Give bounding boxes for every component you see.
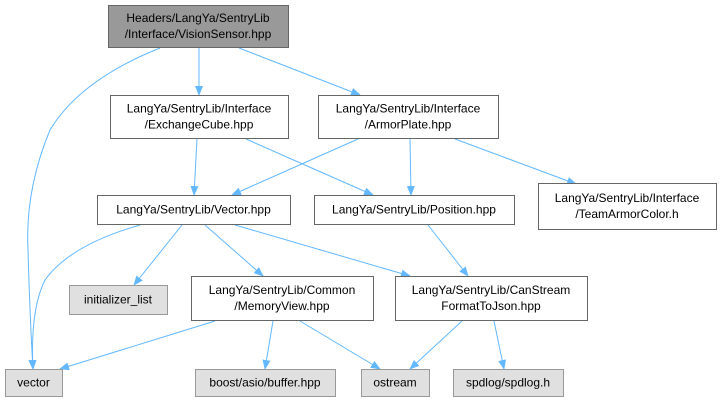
node-label-boost-line-0: boost/asio/buffer.hpp — [209, 376, 321, 390]
node-label-exchange-line-1: /ExchangeCube.hpp — [145, 118, 254, 132]
node-label-canstream-line-1: FormatToJson.hpp — [441, 299, 541, 313]
node-ostream: ostream — [361, 369, 430, 397]
node-label-vectorhpp-line-0: LangYa/SentryLib/Vector.hpp — [116, 203, 271, 217]
node-box-position — [314, 195, 515, 225]
node-box-vector — [5, 369, 63, 397]
edge-exchange-to-position — [245, 138, 374, 196]
node-position[interactable]: LangYa/SentryLib/Position.hpp — [314, 195, 515, 225]
node-canstream[interactable]: LangYa/SentryLib/CanStreamFormatToJson.h… — [395, 276, 588, 321]
edge-armor-to-teamcolor — [454, 138, 577, 185]
node-label-teamcolor-line-0: LangYa/SentryLib/Interface — [555, 191, 700, 205]
node-label-armor-line-1: /ArmorPlate.hpp — [365, 118, 452, 132]
node-label-canstream-line-0: LangYa/SentryLib/CanStream — [412, 283, 571, 297]
node-label-exchange-line-0: LangYa/SentryLib/Interface — [127, 102, 272, 116]
node-box-ostream — [361, 369, 430, 397]
edge-vectorhpp-to-vector — [28, 224, 141, 370]
nodes-layer: Headers/LangYa/SentryLib/Interface/Visio… — [5, 5, 717, 397]
edge-vectorhpp-to-initlist — [133, 224, 183, 286]
node-box-initlist — [69, 285, 168, 315]
node-box-memview — [191, 276, 374, 321]
node-box-canstream — [395, 276, 588, 321]
edge-memview-to-ostream — [299, 320, 381, 370]
node-exchange[interactable]: LangYa/SentryLib/Interface/ExchangeCube.… — [110, 95, 289, 139]
node-boost: boost/asio/buffer.hpp — [195, 369, 336, 397]
node-memview[interactable]: LangYa/SentryLib/Common/MemoryView.hpp — [191, 276, 374, 321]
node-armor[interactable]: LangYa/SentryLib/Interface/ArmorPlate.hp… — [318, 95, 499, 139]
node-label-vision-line-0: Headers/LangYa/SentryLib — [126, 11, 270, 25]
edge-memview-to-boost — [262, 320, 274, 370]
node-box-vectorhpp — [97, 195, 291, 225]
edge-canstream-to-spdlog — [493, 320, 507, 370]
node-label-vector-line-0: vector — [17, 376, 50, 390]
edge-position-to-canstream — [427, 224, 469, 277]
edge-canstream-to-ostream — [409, 320, 463, 370]
node-label-vision-line-1: /Interface/VisionSensor.hpp — [125, 27, 272, 41]
node-spdlog: spdlog/spdlog.h — [453, 369, 564, 397]
edge-armor-to-position — [406, 138, 415, 196]
node-box-teamcolor — [538, 183, 717, 230]
node-label-spdlog-line-0: spdlog/spdlog.h — [466, 376, 550, 390]
node-label-memview-line-1: /MemoryView.hpp — [234, 299, 329, 313]
node-vision[interactable]: Headers/LangYa/SentryLib/Interface/Visio… — [108, 5, 289, 48]
node-teamcolor[interactable]: LangYa/SentryLib/Interface/TeamArmorColo… — [538, 183, 717, 230]
edges-layer — [27, 47, 577, 371]
node-label-ostream-line-0: ostream — [373, 376, 416, 390]
node-initlist: initializer_list — [69, 285, 168, 315]
edge-vectorhpp-to-memview — [204, 224, 264, 277]
edge-vision-to-vector — [27, 47, 161, 370]
node-vector: vector — [5, 369, 63, 397]
node-label-initlist-line-0: initializer_list — [84, 293, 153, 307]
node-vectorhpp[interactable]: LangYa/SentryLib/Vector.hpp — [97, 195, 291, 225]
node-label-position-line-0: LangYa/SentryLib/Position.hpp — [332, 203, 496, 217]
node-label-teamcolor-line-1: /TeamArmorColor.h — [575, 207, 678, 221]
edge-vectorhpp-to-canstream — [234, 224, 411, 278]
edge-armor-to-vectorhpp — [231, 138, 359, 196]
node-label-armor-line-0: LangYa/SentryLib/Interface — [336, 102, 481, 116]
node-box-spdlog — [453, 369, 564, 397]
edge-exchange-to-vectorhpp — [190, 138, 199, 196]
edge-memview-to-vector — [59, 320, 216, 371]
node-box-vision — [108, 5, 289, 48]
node-box-armor — [318, 95, 499, 139]
node-label-memview-line-0: LangYa/SentryLib/Common — [209, 283, 356, 297]
edge-vision-to-armor — [238, 47, 361, 96]
node-box-exchange — [110, 95, 289, 139]
node-box-boost — [195, 369, 336, 397]
